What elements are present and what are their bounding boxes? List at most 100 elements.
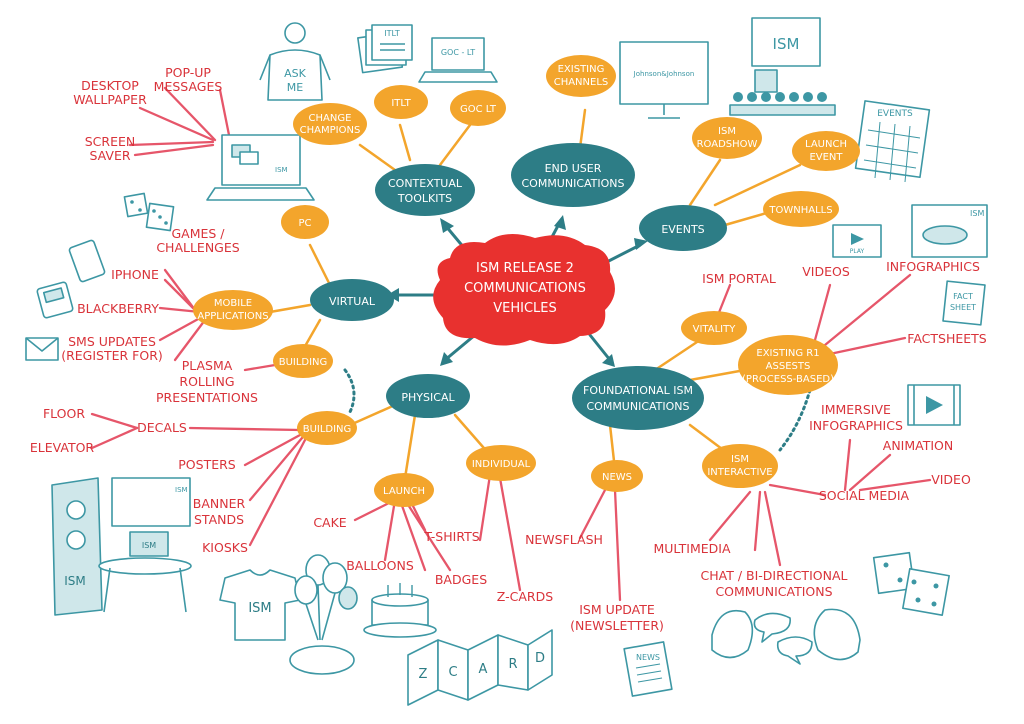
leaf-games-1[interactable]: GAMES / <box>171 226 225 241</box>
building-physical-label: BUILDING <box>303 424 352 435</box>
leaf-popup-2[interactable]: MESSAGES <box>154 79 223 94</box>
ask-me-person-sketch: ASK ME <box>259 22 331 101</box>
sub-node-building-physical[interactable]: BUILDING <box>297 411 357 445</box>
tshirt-sketch: ISM <box>219 569 301 641</box>
leaf-zcards[interactable]: Z-CARDS <box>497 589 553 604</box>
news-label: NEWS <box>602 472 632 483</box>
zcard-letter-a: A <box>479 662 488 677</box>
sub-node-change-champions[interactable]: CHANGE CHAMPIONS <box>293 103 367 145</box>
sub-node-existing-r1[interactable]: EXISTING R1 ASSESTS (PROCESS-BASED) <box>738 335 838 395</box>
cake-sketch <box>363 583 437 638</box>
ism-roadshow-label-1: ISM <box>718 126 736 137</box>
zcard-sketch: Z C A R D <box>407 629 553 706</box>
leaf-blackberry[interactable]: BLACKBERRY <box>77 301 159 316</box>
leaf-social-media[interactable]: SOCIAL MEDIA <box>819 488 910 503</box>
leaf-iphone[interactable]: IPHONE <box>111 267 159 282</box>
sub-node-vitality[interactable]: VITALITY <box>681 311 747 345</box>
launch-event-label-2: EVENT <box>809 152 843 163</box>
sub-node-launch[interactable]: LAUNCH <box>374 473 434 507</box>
leaf-plasma-3[interactable]: PRESENTATIONS <box>156 390 258 405</box>
leaf-video[interactable]: VIDEO <box>931 472 971 487</box>
leaf-plasma-1[interactable]: PLASMA <box>182 358 233 373</box>
leaf-newsflash[interactable]: NEWSFLASH <box>525 532 603 547</box>
sub-node-mobile-applications[interactable]: MOBILE APPLICATIONS <box>193 290 273 330</box>
ism-interactive-label-1: ISM <box>731 454 749 465</box>
vitality-label: VITALITY <box>693 324 737 335</box>
leaf-screensaver-2[interactable]: SAVER <box>89 148 130 163</box>
ism-presentation-sketch: ISM <box>729 17 836 116</box>
main-node-virtual[interactable]: VIRTUAL <box>310 279 394 321</box>
sub-node-ism-interactive[interactable]: ISM INTERACTIVE <box>702 444 778 488</box>
sub-node-existing-channels[interactable]: EXISTING CHANNELS <box>546 55 616 97</box>
leaf-immersive-2[interactable]: INFOGRAPHICS <box>809 418 903 433</box>
sub-node-townhalls[interactable]: TOWNHALLS <box>763 191 839 227</box>
central-node[interactable]: ISM RELEASE 2 COMMUNICATIONS VEHICLES <box>433 234 615 346</box>
dice-large-sketch <box>872 551 950 616</box>
events-calendar-sketch: EVENTS <box>854 100 931 183</box>
main-node-foundational[interactable]: FOUNDATIONAL ISM COMMUNICATIONS <box>572 366 704 430</box>
leaf-chat-1[interactable]: CHAT / BI-DIRECTIONAL <box>701 568 848 583</box>
leaf-desktop-1[interactable]: DESKTOP <box>81 78 139 93</box>
leaf-posters[interactable]: POSTERS <box>178 457 236 472</box>
sub-node-news[interactable]: NEWS <box>591 460 643 492</box>
existing-channels-label-2: CHANNELS <box>554 77 609 88</box>
individual-label: INDIVIDUAL <box>472 459 531 470</box>
leaf-decals[interactable]: DECALS <box>137 420 187 435</box>
leaf-kiosks[interactable]: KIOSKS <box>202 540 248 555</box>
building-virtual-label: BUILDING <box>279 357 328 368</box>
leaf-ism-portal[interactable]: ISM PORTAL <box>702 271 776 286</box>
sub-node-pc[interactable]: PC <box>281 205 329 239</box>
play-button-text: PLAY <box>850 248 865 255</box>
foundational-label-2: COMMUNICATIONS <box>586 400 689 413</box>
main-node-end-user-communications[interactable]: END USER COMMUNICATIONS <box>511 143 635 207</box>
main-node-contextual-toolkits[interactable]: CONTEXTUAL TOOLKITS <box>375 164 475 216</box>
end-user-label-2: COMMUNICATIONS <box>521 177 624 190</box>
leaf-sms-1[interactable]: SMS UPDATES <box>68 334 156 349</box>
leaf-animation[interactable]: ANIMATION <box>883 438 953 453</box>
leaf-badges[interactable]: BADGES <box>435 572 487 587</box>
leaf-videos[interactable]: VIDEOS <box>802 264 850 279</box>
sub-node-building-virtual[interactable]: BUILDING <box>273 344 333 378</box>
leaf-sms-2[interactable]: (REGISTER FOR) <box>61 348 163 363</box>
leaf-ism-update-2[interactable]: (NEWSLETTER) <box>570 618 664 633</box>
leaf-floor[interactable]: FLOOR <box>43 406 85 421</box>
leaf-chat-2[interactable]: COMMUNICATIONS <box>715 584 832 599</box>
kiosk-sketch: ISM ISM ISM <box>51 477 192 616</box>
virtual-label: VIRTUAL <box>329 295 376 308</box>
leaf-cake[interactable]: CAKE <box>313 515 346 530</box>
ask-me-text-2: ME <box>287 81 303 94</box>
leaf-banner-1[interactable]: BANNER <box>193 496 246 511</box>
leaf-factsheets[interactable]: FACTSHEETS <box>907 331 987 346</box>
kiosk-ism-text: ISM <box>64 574 86 588</box>
existing-r1-label-3: (PROCESS-BASED) <box>742 374 834 385</box>
sub-node-goc-lt[interactable]: GOC LT <box>450 90 506 126</box>
sub-node-itlt[interactable]: ITLT <box>374 85 428 119</box>
sub-node-individual[interactable]: INDIVIDUAL <box>466 445 536 481</box>
leaf-desktop-2[interactable]: WALLPAPER <box>73 92 147 107</box>
leaf-games-2[interactable]: CHALLENGES <box>156 240 239 255</box>
ism-interactive-label-2: INTERACTIVE <box>707 467 772 478</box>
mobile-apps-label-2: APPLICATIONS <box>197 311 268 322</box>
ask-me-text-1: ASK <box>284 67 307 80</box>
tshirt-ism-text: ISM <box>248 601 271 616</box>
leaf-immersive-1[interactable]: IMMERSIVE <box>821 402 891 417</box>
leaf-plasma-2[interactable]: ROLLING <box>179 374 234 389</box>
chat-faces-sketch <box>711 608 861 665</box>
main-node-events[interactable]: EVENTS <box>639 205 727 251</box>
leaf-elevator[interactable]: ELEVATOR <box>30 440 95 455</box>
sub-node-launch-event[interactable]: LAUNCH EVENT <box>792 131 860 171</box>
main-node-physical[interactable]: PHYSICAL <box>386 374 470 418</box>
sub-node-ism-roadshow[interactable]: ISM ROADSHOW <box>692 117 762 159</box>
goc-lt-laptop-text: GOC - LT <box>441 48 475 57</box>
contextual-toolkits-label-2: TOOLKITS <box>397 192 452 205</box>
leaf-infographics[interactable]: INFOGRAPHICS <box>886 259 980 274</box>
leaf-labels: POP-UP MESSAGES DESKTOP WALLPAPER SCREEN… <box>30 65 987 633</box>
leaf-screensaver-1[interactable]: SCREEN <box>85 134 136 149</box>
leaf-banner-2[interactable]: STANDS <box>194 512 244 527</box>
leaf-popup-1[interactable]: POP-UP <box>165 65 211 80</box>
leaf-balloons[interactable]: BALLOONS <box>346 558 414 573</box>
balloons-sketch <box>289 554 358 675</box>
leaf-multimedia[interactable]: MULTIMEDIA <box>653 541 730 556</box>
leaf-tshirts[interactable]: T-SHIRTS <box>423 529 479 544</box>
leaf-ism-update-1[interactable]: ISM UPDATE <box>579 602 655 617</box>
